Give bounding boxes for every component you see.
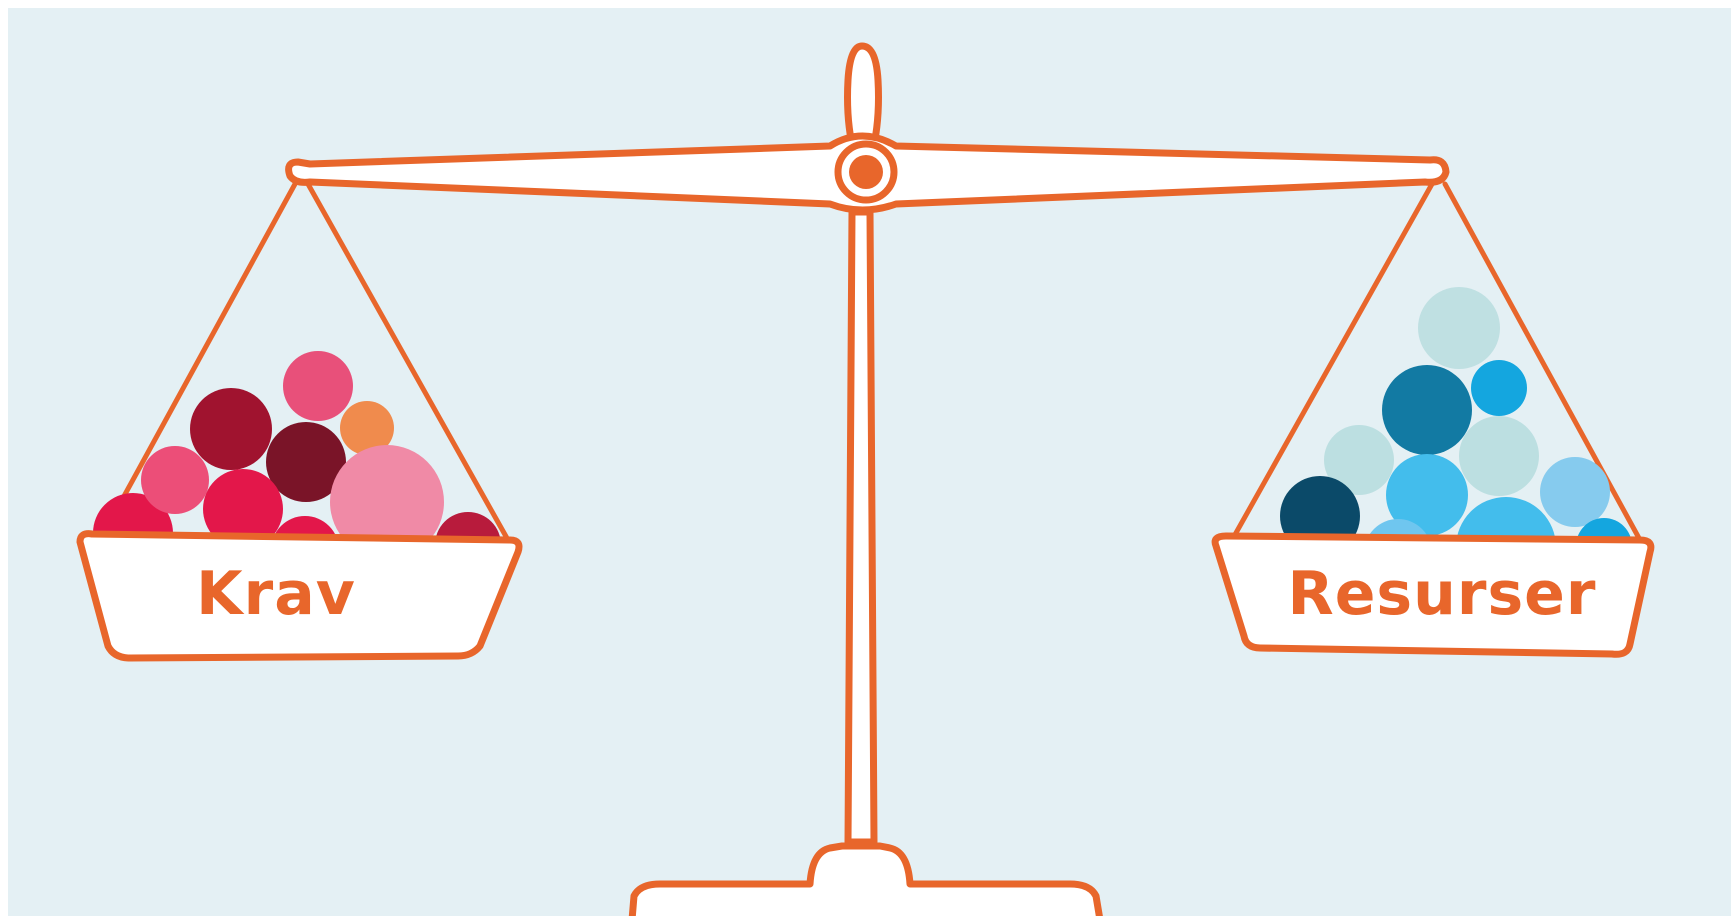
right-ball <box>1459 416 1539 496</box>
left-ball <box>283 351 353 421</box>
right-ball <box>1540 457 1610 527</box>
right-ball <box>1471 360 1527 416</box>
scale-pivot-center <box>849 155 883 189</box>
scale-top-pointer <box>848 46 879 145</box>
right-ball <box>1382 365 1472 455</box>
scale-pillar <box>848 212 874 842</box>
right-pan-label: Resurser <box>1288 559 1597 629</box>
left-pan-label: Krav <box>196 559 356 629</box>
left-ball <box>190 388 272 470</box>
left-ball <box>141 446 209 514</box>
right-ball <box>1418 287 1500 369</box>
